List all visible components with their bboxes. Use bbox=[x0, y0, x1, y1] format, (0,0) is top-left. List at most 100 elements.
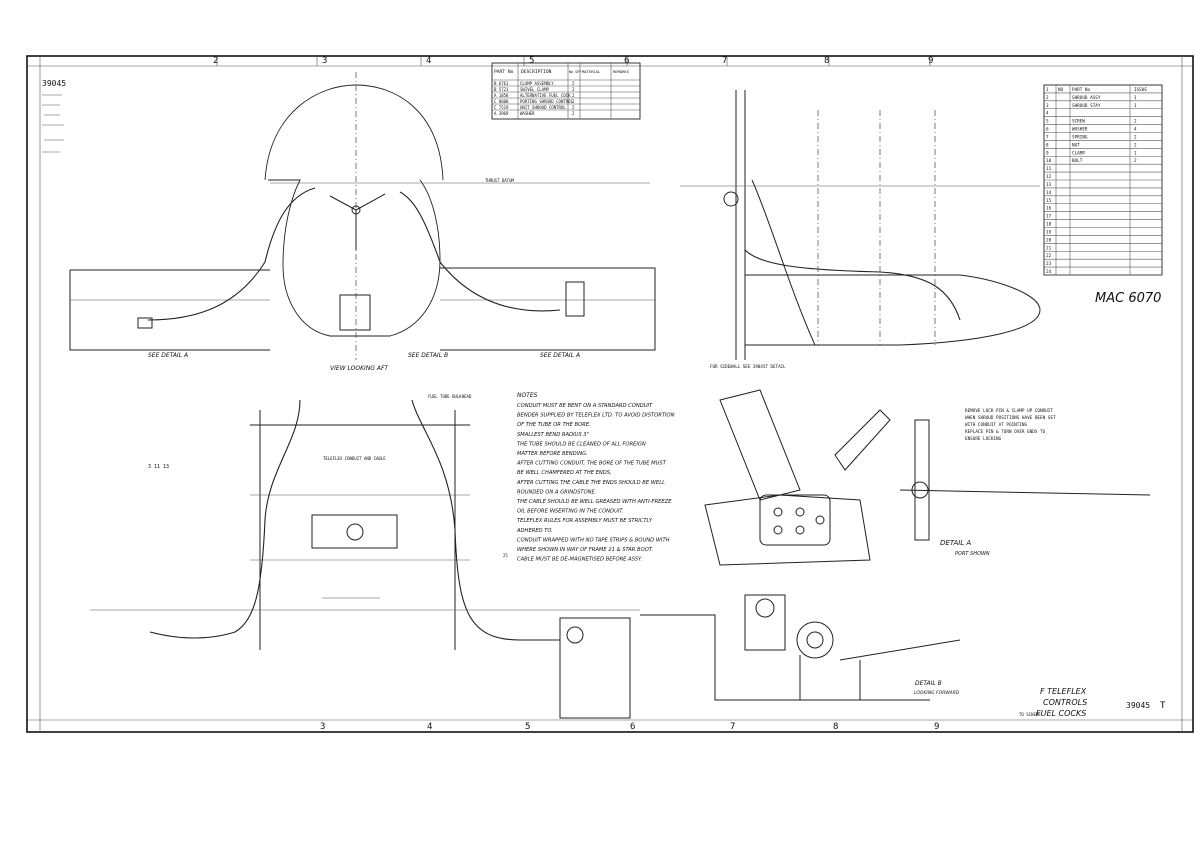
schedule-cell: 23 bbox=[1046, 261, 1052, 267]
schedule-cell: 19 bbox=[1046, 229, 1052, 235]
parts-row-6-no: A 3969 bbox=[494, 111, 509, 116]
schedule-cell: 12 bbox=[1046, 174, 1052, 180]
schedule-cell: 7 bbox=[1046, 134, 1049, 140]
grid-top-6: 7 bbox=[722, 56, 727, 66]
drawing-number: MAC 6070 bbox=[1095, 291, 1161, 306]
parts-row-4-no: C 8008 bbox=[494, 99, 509, 104]
note-line-13: TELEFLEX RULES FOR ASSEMBLY MUST BE STRI… bbox=[517, 518, 653, 524]
detail-b-label: DETAIL B bbox=[915, 680, 942, 687]
see-detail-a-left: SEE DETAIL A bbox=[148, 352, 188, 359]
parts-header-partno: PART No bbox=[494, 69, 514, 75]
notes-title: NOTES bbox=[517, 392, 538, 399]
parts-row-5-no: C 7519 bbox=[494, 105, 509, 110]
notes-block: NOTES CONDUIT MUST BE BENT ON A STANDARD… bbox=[516, 392, 675, 563]
schedule-cell: BOLT bbox=[1072, 158, 1083, 164]
note-line-15: CONDUIT WRAPPED WITH NO TAPE STRIPS & BO… bbox=[517, 537, 670, 543]
detail-b-sub: LOOKING FORWARD bbox=[914, 690, 960, 696]
schedule-cell: ISSUE bbox=[1134, 87, 1147, 93]
note-line-6: MATTER BEFORE BENDING. bbox=[517, 451, 588, 457]
bottom-right-ref: 39045 bbox=[1126, 701, 1150, 710]
title-line-2: CONTROLS bbox=[1043, 698, 1087, 707]
schedule-cell: 1 bbox=[1046, 87, 1049, 93]
grid-numbers-bottom: 3 4 5 6 7 8 9 bbox=[320, 722, 939, 732]
parts-row-6-desc: WASHER bbox=[520, 111, 535, 116]
grid-bottom-6: 8 bbox=[833, 722, 838, 732]
detail-a-label: DETAIL A bbox=[940, 539, 971, 547]
parts-row-5-off: 2 bbox=[572, 105, 575, 110]
grid-numbers-top: 2 3 4 5 6 7 8 9 bbox=[213, 56, 933, 66]
schedule-cell: 21 bbox=[1046, 245, 1052, 251]
schedule-cell: 1 bbox=[1134, 103, 1137, 109]
schedule-cell: 6 bbox=[1046, 127, 1049, 133]
parts-row-2-no: B 5721 bbox=[494, 87, 509, 92]
schedule-cell: 1 bbox=[1134, 150, 1137, 156]
parts-row-3-desc: ALTERNATIVE FUEL COCK bbox=[520, 93, 571, 98]
note-line-4: SMALLEST BEND RADIUS 3" bbox=[517, 432, 589, 438]
schedule-cell: 2 bbox=[1134, 142, 1137, 148]
schedule-cell: NO bbox=[1058, 87, 1064, 93]
view-looking-aft: THRUST DATUM SEE DETAIL A SEE DETAIL B S… bbox=[69, 72, 656, 372]
right-note-3: WITH CONDUIT AT POINTING bbox=[965, 422, 1027, 428]
schedule-cell: 2 bbox=[1134, 134, 1137, 140]
title-line-3: FUEL COCKS bbox=[1036, 709, 1086, 718]
grid-top-4: 5 bbox=[529, 56, 534, 66]
fuel-tube-label: FUEL TUBE BULKHEAD bbox=[428, 394, 472, 399]
parts-header-material: MATERIAL bbox=[582, 69, 601, 74]
schedule-cell: SCREW bbox=[1072, 119, 1085, 125]
note-line-12: OIL BEFORE INSERTING IN THE CONDUIT. bbox=[517, 509, 624, 515]
grid-bottom-3: 5 bbox=[525, 722, 530, 732]
top-left-scribbles bbox=[42, 94, 64, 153]
right-note-1: REMOVE LOCK PIN & CLAMP UP CONDUIT bbox=[965, 408, 1053, 414]
detail-a-sub: PORT SHOWN bbox=[955, 551, 990, 557]
parts-row-2-desc: SWIVEL CLAMP bbox=[520, 87, 549, 92]
note-line-16: WHERE SHOWN IN WAY OF FRAME 21 & STAR BO… bbox=[517, 547, 653, 553]
schedule-cell: 11 bbox=[1046, 166, 1052, 172]
schedule-cell: WASHER bbox=[1072, 127, 1088, 133]
schedule-cell: 2 bbox=[1134, 158, 1137, 164]
grid-bottom-2: 4 bbox=[427, 722, 432, 732]
schedule-cell: 2 bbox=[1046, 95, 1049, 101]
note-line-9: AFTER CUTTING THE CABLE THE ENDS SHOULD … bbox=[516, 480, 665, 486]
detail-b: DETAIL B LOOKING FORWARD bbox=[640, 594, 961, 701]
grid-top-8: 9 bbox=[928, 56, 933, 66]
grid-top-1: 2 bbox=[213, 56, 218, 66]
schedule-cell: 1 bbox=[1134, 95, 1137, 101]
grid-top-3: 4 bbox=[426, 56, 431, 66]
note-line-10: ROUNDED ON A GRINDSTONE. bbox=[517, 489, 596, 495]
side-view-note: FOR SIDEWALL SEE 39045T DETAIL bbox=[710, 364, 786, 369]
schedule-cell: 15 bbox=[1046, 198, 1052, 204]
note-line-7: AFTER CUTTING CONDUIT, THE BORE OF THE T… bbox=[516, 461, 667, 467]
grid-top-5: 6 bbox=[624, 56, 629, 66]
top-left-ref: 39045 bbox=[42, 79, 66, 88]
see-detail-b: SEE DETAIL B bbox=[408, 352, 448, 359]
sheet-letter: T bbox=[1160, 701, 1166, 711]
schedule-cell: SHROUD STAY bbox=[1072, 103, 1101, 109]
schedule-cell: 22 bbox=[1046, 253, 1052, 259]
grid-top-2: 3 bbox=[322, 56, 327, 66]
see-detail-a-right: SEE DETAIL A bbox=[540, 352, 580, 359]
parts-row-3-no: A 1858 bbox=[494, 93, 509, 98]
schedule-cell: 17 bbox=[1046, 214, 1052, 220]
note-line-14: ADHERED TO. bbox=[516, 528, 553, 534]
grid-top-7: 8 bbox=[824, 56, 829, 66]
right-note-4: REPLACE PIN & TURN OVER ENDS TO bbox=[965, 429, 1046, 435]
schedule-cell: SHROUD ASSY bbox=[1072, 95, 1101, 101]
parts-table: PART No DESCRIPTION No OFF MATERIAL REMA… bbox=[491, 62, 641, 120]
bottom-note: TO SCHEME bbox=[1019, 712, 1041, 717]
schedule-cell: 4 bbox=[1046, 111, 1049, 117]
schedule-cell: NUT bbox=[1072, 142, 1080, 148]
note-line-11: THE CABLE SHOULD BE WELL GREASED WITH AN… bbox=[517, 499, 672, 505]
grid-bottom-1: 3 bbox=[320, 722, 325, 732]
parts-row-1-no: B 6761 bbox=[494, 81, 509, 86]
schedule-cell: 14 bbox=[1046, 190, 1052, 196]
parts-row-1-desc: CLAMP ASSEMBLY bbox=[520, 81, 554, 86]
detail-a: DETAIL A PORT SHOWN REMOVE LOCK PIN & CL… bbox=[704, 389, 1151, 566]
schedule-cell: 20 bbox=[1046, 237, 1052, 243]
parts-row-1-off: 2 bbox=[572, 81, 575, 86]
parts-row-6-off: 2 bbox=[572, 111, 575, 116]
grid-bottom-7: 9 bbox=[934, 722, 939, 732]
schedule-cell: 24 bbox=[1046, 269, 1052, 275]
grid-ticks-top bbox=[216, 56, 931, 66]
note-line-3: OF THE TUBE OR THE BORE. bbox=[517, 422, 591, 428]
parts-header-remarks: REMARKS bbox=[613, 69, 630, 74]
